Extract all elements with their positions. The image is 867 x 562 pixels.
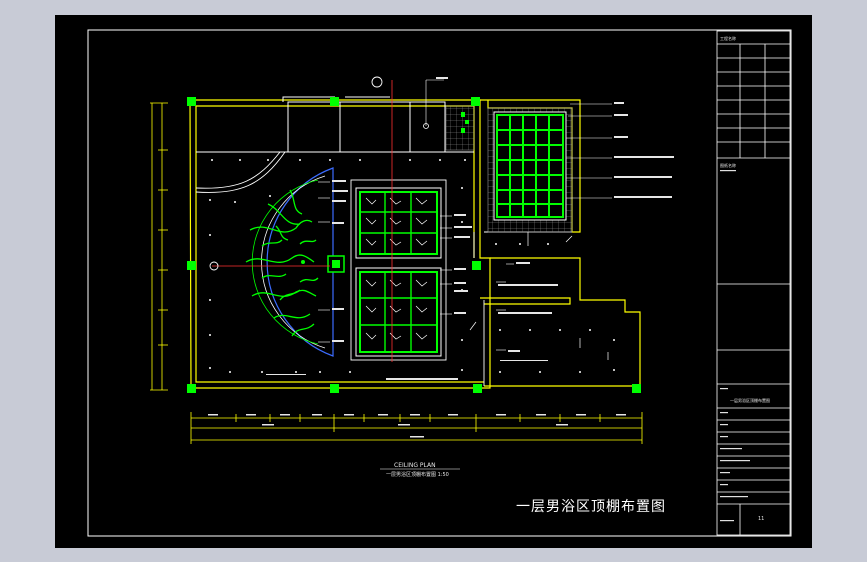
ceiling-grid-panel xyxy=(487,107,573,233)
sheet-number: 11 xyxy=(758,516,764,522)
decorative-round-ceiling xyxy=(245,167,345,357)
tile-grid-small xyxy=(445,105,475,151)
annotation-labels xyxy=(266,77,674,380)
structural-columns xyxy=(187,97,641,393)
vent-marks xyxy=(469,232,609,360)
title-block-fine-text xyxy=(720,170,750,522)
title-block-drawing-name: 一层男浴区顶棚布置图 xyxy=(730,397,770,403)
small-fixtures xyxy=(461,112,469,133)
plan-subtitle-cn: 一层男浴区顶棚布置图 1:50 xyxy=(386,471,449,478)
sheet-border xyxy=(87,29,792,537)
drawing-sheet: 工程名称 图纸名称 一层男浴区顶棚布置图 11 xyxy=(55,15,812,548)
drawing-title: 一层男浴区顶棚布置图 xyxy=(516,499,666,515)
left-dimensions xyxy=(150,102,168,391)
bottom-dimensions xyxy=(190,412,643,444)
center-light-panels xyxy=(355,187,442,357)
leader-lines xyxy=(318,79,612,351)
dimension-values xyxy=(208,414,626,438)
title-block-header: 工程名称 xyxy=(720,35,736,41)
title-block xyxy=(716,30,791,536)
plan-subtitle-en: CEILING PLAN xyxy=(394,462,436,469)
downlight-dots xyxy=(209,159,615,373)
center-axis-lines xyxy=(212,80,393,362)
title-block-section: 图纸名称 xyxy=(720,162,736,168)
axis-marker xyxy=(209,76,383,271)
ceiling-plan-drawing: 工程名称 图纸名称 一层男浴区顶棚布置图 11 xyxy=(87,29,792,537)
window-partitions xyxy=(196,96,474,153)
